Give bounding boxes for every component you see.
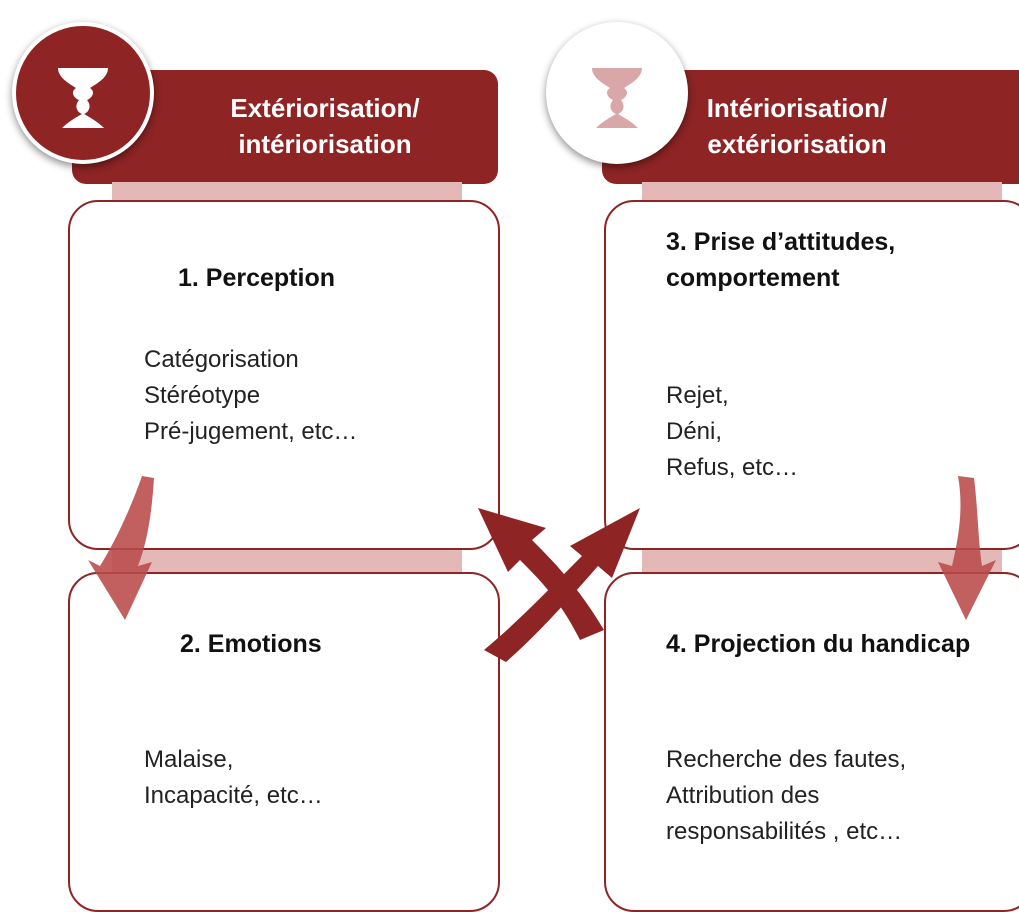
- list-item: Refus, etc…: [666, 454, 799, 481]
- right-header: Intériorisation/ extériorisation: [602, 70, 1019, 184]
- card-emotions: 2. Emotions Malaise, Incapacité, etc…: [68, 572, 500, 912]
- left-header-strip: [112, 182, 462, 202]
- list-item: Pré-jugement, etc…: [144, 418, 358, 445]
- card-items: Malaise, Incapacité, etc…: [144, 742, 323, 814]
- card-title: 4. Projection du handicap: [666, 630, 971, 658]
- list-item: Incapacité, etc…: [144, 782, 323, 809]
- right-link-strip: [642, 550, 1002, 572]
- card-items: Rejet, Déni, Refus, etc…: [666, 378, 798, 486]
- left-link-strip: [112, 550, 462, 572]
- card-title: 2. Emotions: [180, 630, 322, 658]
- card-items: Catégorisation Stéréotype Pré-jugement, …: [144, 342, 357, 450]
- list-item: Stéréotype: [144, 382, 261, 409]
- left-header-title: Extériorisation/ intériorisation: [230, 93, 420, 159]
- card-perception: 1. Perception Catégorisation Stéréotype …: [68, 200, 500, 550]
- list-item: Déni,: [666, 418, 723, 445]
- right-header-title: Intériorisation/ extériorisation: [706, 93, 888, 159]
- list-item: Catégorisation: [144, 346, 299, 373]
- rubin-vase-icon: [58, 68, 108, 128]
- card-items: Recherche des fautes, Attribution des re…: [666, 742, 906, 850]
- right-badge: [546, 22, 688, 164]
- list-item: responsabilités , etc…: [666, 818, 903, 845]
- card-projection: 4. Projection du handicap Recherche des …: [604, 572, 1019, 912]
- left-badge: [12, 22, 154, 164]
- rubin-vase-icon: [580, 52, 654, 134]
- card-title: 3. Prise d’attitudes, comportement: [666, 228, 896, 292]
- card-attitudes: 3. Prise d’attitudes, comportement Rejet…: [604, 200, 1019, 550]
- list-item: Malaise,: [144, 746, 234, 773]
- list-item: Recherche des fautes,: [666, 746, 907, 773]
- card-title: 1. Perception: [178, 264, 335, 292]
- right-header-strip: [642, 182, 1002, 202]
- list-item: Attribution des: [666, 782, 820, 809]
- list-item: Rejet,: [666, 382, 729, 409]
